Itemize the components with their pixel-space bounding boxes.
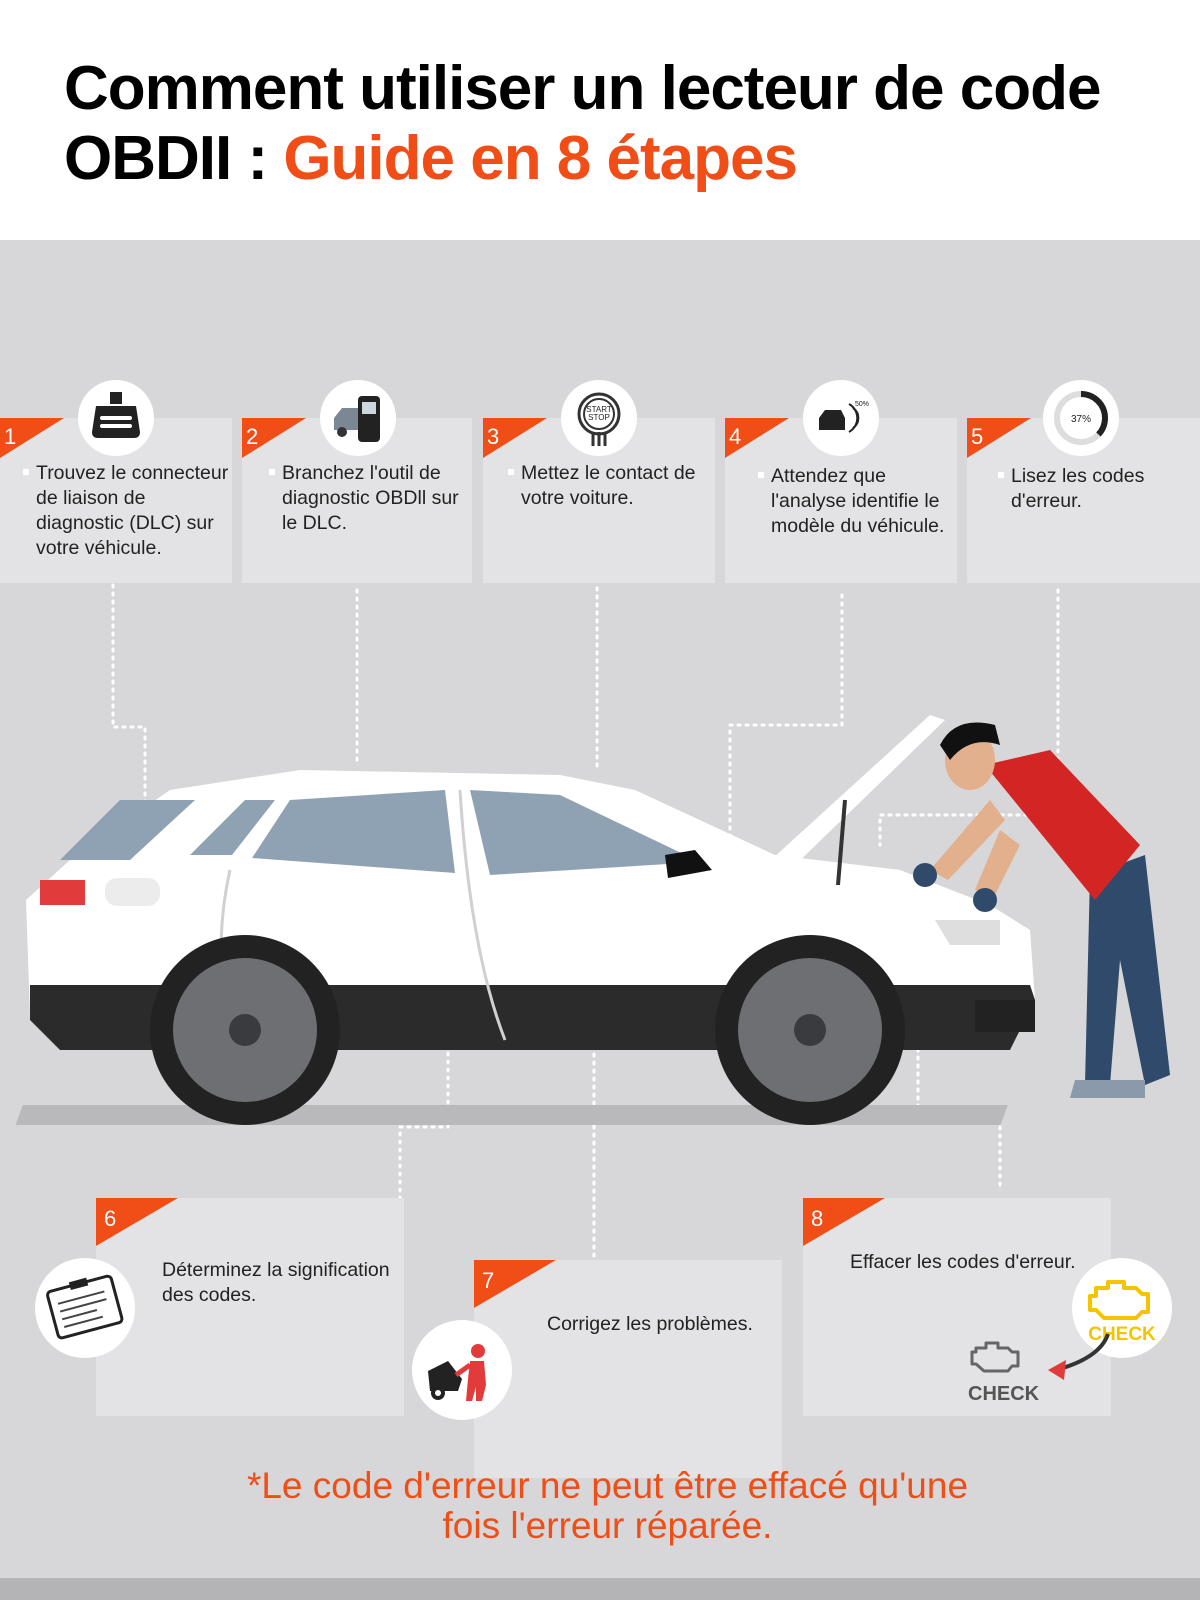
step-text-7: Corrigez les problèmes. [547, 1313, 753, 1335]
step-number-badge: 6 [96, 1198, 178, 1246]
footnote-line-1: *Le code d'erreur ne peut être effacé qu… [246, 1465, 969, 1506]
header: Comment utiliser un lecteur de code OBDI… [0, 0, 1200, 240]
mechanic [913, 722, 1170, 1098]
step-number-badge: 5 [967, 418, 1031, 458]
start-label: START [586, 405, 612, 414]
clipboard-icon [35, 1258, 135, 1358]
mechanic-repair-icon [412, 1320, 512, 1420]
step-text-5: Lisez les codes d'erreur. [998, 464, 1193, 514]
step-text-6: Déterminez la signification des codes. [162, 1259, 390, 1306]
step-number-badge: 4 [725, 418, 789, 458]
step-number-badge: 2 [242, 418, 306, 458]
step-panel-7: 7 Corrigez les problèmes. [474, 1260, 782, 1478]
step-text-8: Effacer les codes d'erreur. [850, 1251, 1076, 1273]
scanner-tool-icon [320, 380, 396, 456]
check-engine-icon: CHECK [1072, 1258, 1172, 1358]
step-panel-8: 8 Effacer les codes d'erreur. [803, 1198, 1111, 1416]
scan-percent-label: 50% [855, 401, 869, 408]
step-number-badge: 7 [474, 1260, 556, 1308]
bottom-bar [0, 1578, 1200, 1600]
vehicle-scan-icon: 50% [803, 380, 879, 456]
step-text-1: Trouvez le connecteur de liaison de diag… [23, 461, 234, 561]
car-illustration [15, 583, 1170, 1262]
gauge-percent-label: 37% [1071, 414, 1091, 425]
obd-connector-icon [78, 380, 154, 456]
title-line-1: Comment utiliser un lecteur de code [64, 54, 1101, 123]
footnote: *Le code d'erreur ne peut être effacé qu… [150, 1466, 1065, 1546]
step-text-3: Mettez le contact de votre voiture. [508, 461, 711, 511]
step-number-badge: 8 [803, 1198, 885, 1246]
step-text-4: Attendez que l'analyse identifie le modè… [758, 464, 953, 539]
page-title: Comment utiliser un lecteur de code OBDI… [64, 54, 1101, 194]
footnote-line-2: fois l'erreur réparée. [442, 1505, 773, 1546]
check-engine-cleared-icon: CHECK [968, 1333, 1110, 1405]
step-number-badge: 1 [0, 418, 64, 458]
step-text-2: Branchez l'outil de diagnostic OBDll sur… [269, 461, 470, 536]
step-number-badge: 3 [483, 418, 547, 458]
title-line-2-accent: Guide en 8 étapes [283, 124, 798, 193]
check-cleared-label: CHECK [968, 1383, 1040, 1405]
progress-gauge-icon: 37% [1043, 380, 1119, 456]
front-wheel [715, 935, 905, 1125]
car [26, 715, 1035, 1125]
step-panel-6: 6 Déterminez la signification des codes. [96, 1198, 404, 1416]
rear-wheel [150, 935, 340, 1125]
stop-label: STOP [588, 413, 610, 422]
title-line-2-prefix: OBDII : [64, 124, 284, 193]
